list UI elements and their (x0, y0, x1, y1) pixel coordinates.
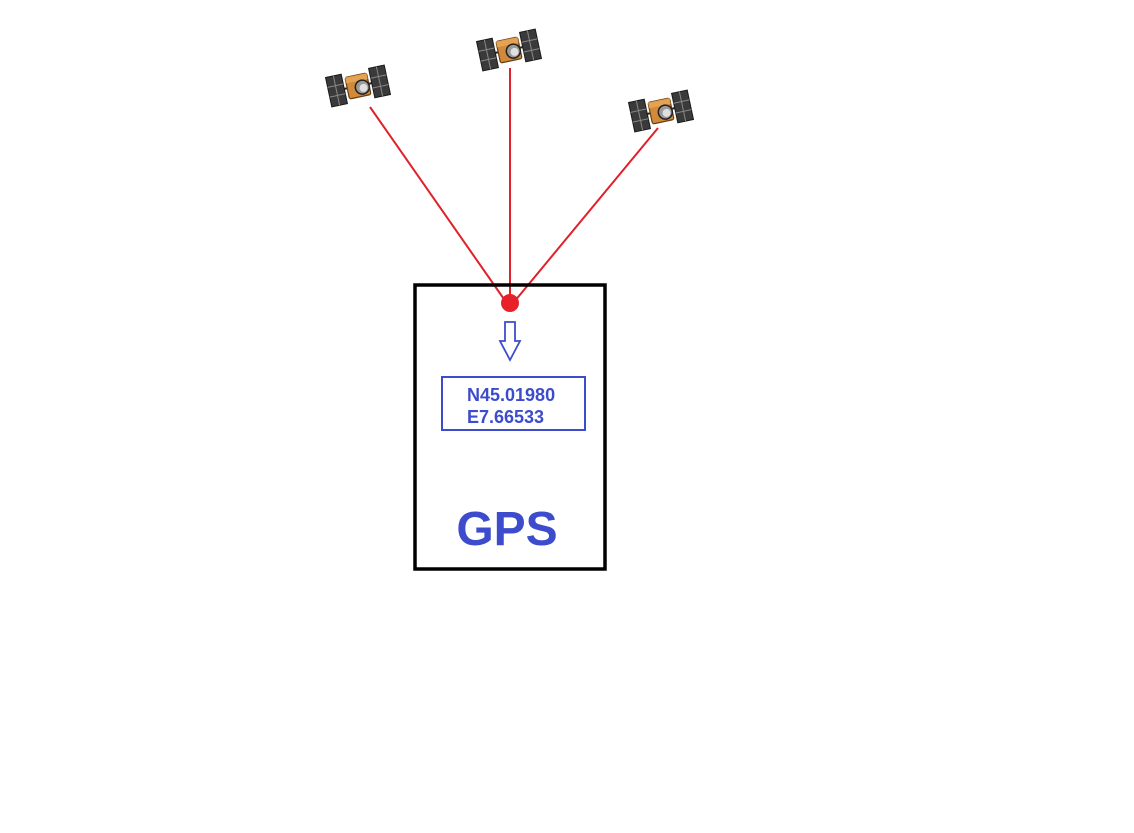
signal-line-left (369, 106, 507, 303)
satellite-icon (475, 28, 543, 72)
satellite-left (324, 64, 392, 108)
signal-line-right (513, 127, 659, 303)
device-label: GPS (456, 503, 557, 556)
satellite-icon (627, 89, 695, 133)
satellite-icon (324, 64, 392, 108)
gps-device (413, 283, 607, 571)
latitude-text: N45.01980 (467, 385, 555, 405)
down-arrow-icon (498, 321, 522, 362)
receiver-dot (501, 294, 519, 312)
coordinates-box (441, 376, 586, 431)
satellite-center (475, 28, 543, 72)
longitude-text: E7.66533 (467, 407, 544, 427)
satellite-right (627, 89, 695, 133)
